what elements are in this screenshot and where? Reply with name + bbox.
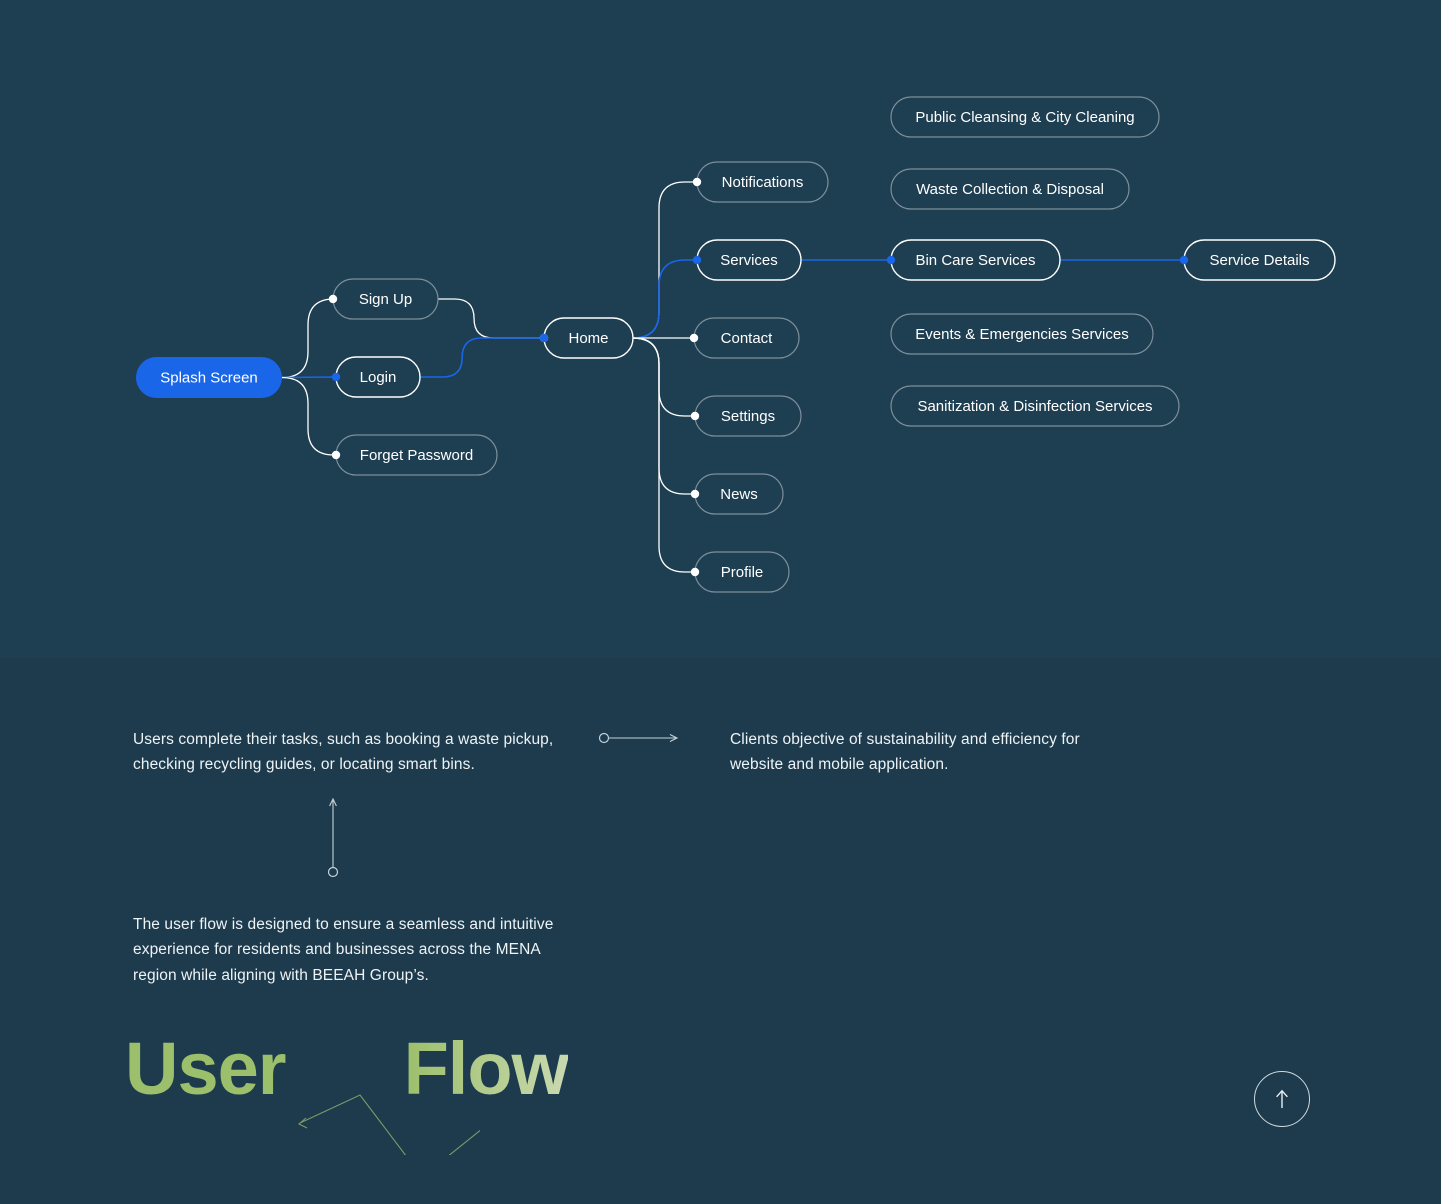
section-background-bottom (0, 658, 1441, 1204)
flow-edge-endpoint-dot (539, 333, 549, 343)
flow-edge-endpoint-dot (690, 489, 700, 499)
zigzag-arrow-decoration (298, 1094, 480, 1155)
note-client-objective: Clients objective of sustainability and … (730, 730, 1080, 774)
flow-edge-splash-to-signup (281, 298, 335, 379)
flow-node-label: Notifications (722, 174, 804, 191)
flow-node-settings[interactable]: Settings (694, 395, 802, 437)
flow-edge-splash-to-login (281, 376, 337, 379)
flow-edge-endpoint-dot (331, 372, 341, 382)
flow-node-forgot[interactable]: Forget Password (335, 434, 498, 476)
flow-edge-endpoint-dot (331, 450, 341, 460)
flow-node-label: Sign Up (359, 291, 412, 308)
flow-node-label: Profile (721, 564, 764, 581)
flow-edge-signup-to-home (438, 298, 544, 339)
flow-edge-login-to-home (420, 337, 544, 378)
connector-vertical-up (327, 797, 339, 878)
scroll-to-top-button[interactable] (1254, 1071, 1310, 1127)
flow-node-shape (890, 96, 1160, 138)
flow-node-events[interactable]: Events & Emergencies Services (890, 313, 1154, 355)
connector-start-dot (598, 732, 610, 744)
flow-connector-dots (328, 177, 1189, 577)
page-title: User Flow (125, 1024, 645, 1114)
flow-edge-endpoint-dot (692, 177, 702, 187)
flow-node-label: Services (720, 252, 778, 269)
flow-node-label: Waste Collection & Disposal (916, 181, 1104, 198)
flow-node-label: Bin Care Services (915, 252, 1035, 269)
flow-node-public[interactable]: Public Cleansing & City Cleaning (890, 96, 1160, 138)
flow-edge-endpoint-dot (690, 567, 700, 577)
flow-node-label: Sanitization & Disinfection Services (917, 398, 1152, 415)
flow-edge-endpoint-dot (689, 333, 699, 343)
flow-node-services[interactable]: Services (696, 239, 802, 281)
flow-node-shape (890, 385, 1180, 427)
flow-node-shape (890, 168, 1130, 210)
note-user-flow-description: The user flow is designed to ensure a se… (133, 915, 554, 984)
flow-node-label: Contact (721, 330, 774, 347)
title-word-user: User (125, 1027, 287, 1110)
section-background-top (0, 0, 1441, 658)
flow-node-label: Service Details (1209, 252, 1309, 269)
flow-node-contact[interactable]: Contact (693, 317, 800, 359)
title-word-flow: Flow (404, 1024, 570, 1114)
flow-node-home[interactable]: Home (543, 317, 634, 359)
flow-node-label: Splash Screen (160, 369, 258, 386)
flow-edge-endpoint-dot (328, 294, 338, 304)
flow-node-bincare[interactable]: Bin Care Services (890, 239, 1061, 281)
flow-node-label: Login (360, 369, 397, 386)
flow-edge-endpoint-dot (692, 255, 702, 265)
flow-node-shape (890, 313, 1154, 355)
flow-node-label: Forget Password (360, 447, 473, 464)
flow-edge-endpoint-dot (1179, 255, 1189, 265)
flow-node-waste[interactable]: Waste Collection & Disposal (890, 168, 1130, 210)
connector-arrow-head (329, 797, 337, 807)
flow-node-shape (136, 357, 282, 398)
flow-node-login[interactable]: Login (335, 356, 421, 398)
arrow-up-icon (1276, 1089, 1288, 1108)
flow-node-sanitization[interactable]: Sanitization & Disinfection Services (890, 385, 1180, 427)
flow-node-label: Home (568, 330, 608, 347)
zigzag-segment-right (448, 1129, 480, 1155)
flow-edge-splash-to-forgot (281, 376, 336, 456)
flow-edge-endpoint-dot (886, 255, 896, 265)
connector-arrow-head (669, 734, 679, 742)
flow-node-signup[interactable]: Sign Up (332, 278, 439, 320)
flow-node-notifications[interactable]: Notifications (696, 161, 829, 203)
connector-start-dot (327, 866, 339, 878)
connector-tasks-to-clients (598, 732, 679, 744)
flow-edge-home-to-profile (632, 337, 695, 573)
flow-edges (281, 181, 1184, 573)
flow-node-news[interactable]: News (694, 473, 784, 515)
flow-node-label: News (720, 486, 758, 503)
flow-node-details[interactable]: Service Details (1183, 239, 1336, 281)
flow-edge-home-to-settings (632, 337, 695, 417)
flow-node-label: Public Cleansing & City Cleaning (915, 109, 1134, 126)
flow-node-label: Events & Emergencies Services (915, 326, 1128, 343)
zigzag-segment-left (299, 1094, 407, 1155)
flow-edge-endpoint-dot (690, 411, 700, 421)
zigzag-arrow-head-left (298, 1117, 308, 1129)
flow-node-splash[interactable]: Splash Screen (136, 357, 282, 398)
flow-edge-home-to-services (632, 259, 697, 339)
flow-node-profile[interactable]: Profile (694, 551, 790, 593)
flow-node-label: Settings (721, 408, 775, 425)
note-user-tasks: Users complete their tasks, such as book… (133, 730, 554, 774)
